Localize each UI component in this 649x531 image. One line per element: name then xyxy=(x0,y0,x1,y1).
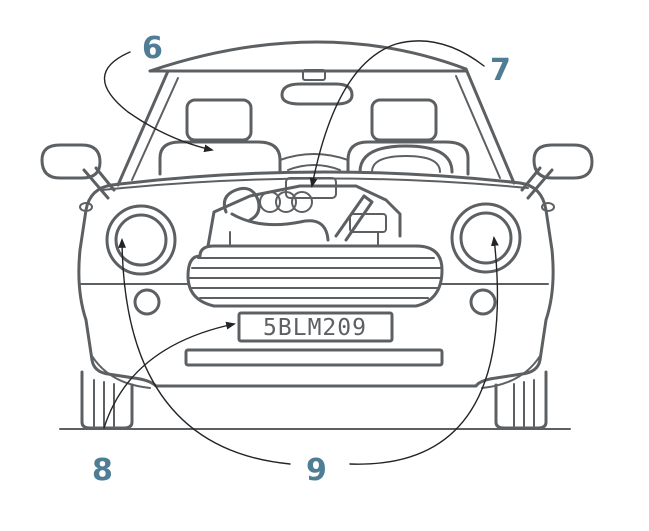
right-fog-light xyxy=(469,288,497,316)
license-plate-text: 5BLM209 xyxy=(263,315,367,341)
callout-7: 7 xyxy=(490,53,511,88)
left-fog-light xyxy=(133,288,161,316)
leader-8 xyxy=(103,321,236,429)
left-side-mirror xyxy=(40,143,116,212)
leader-9-right xyxy=(349,236,499,465)
leader-6 xyxy=(103,51,214,153)
right-headlight xyxy=(450,202,522,274)
callout-9: 9 xyxy=(306,453,327,488)
right-a-pillar xyxy=(464,67,516,185)
rear-view-mirror xyxy=(280,69,354,106)
left-seat xyxy=(158,98,282,176)
engine xyxy=(206,177,402,248)
right-wheel xyxy=(494,370,548,430)
right-side-mirror xyxy=(520,143,594,212)
steering-wheel xyxy=(358,144,454,174)
callout-8: 8 xyxy=(92,453,113,488)
windshield-inner-right xyxy=(455,75,501,179)
lower-intake xyxy=(184,348,444,367)
left-a-pillar xyxy=(116,69,170,187)
leader-9-left xyxy=(118,238,291,465)
lower-bumper-line xyxy=(91,355,151,389)
left-headlight xyxy=(105,204,177,276)
roof-outline xyxy=(148,40,468,73)
license-plate xyxy=(237,311,394,343)
lower-bumper-line-right xyxy=(481,355,541,389)
right-seat xyxy=(346,98,470,176)
callout-6: 6 xyxy=(142,31,163,66)
dashboard xyxy=(279,153,349,171)
leader-7 xyxy=(309,40,485,188)
front-grille xyxy=(186,244,444,308)
